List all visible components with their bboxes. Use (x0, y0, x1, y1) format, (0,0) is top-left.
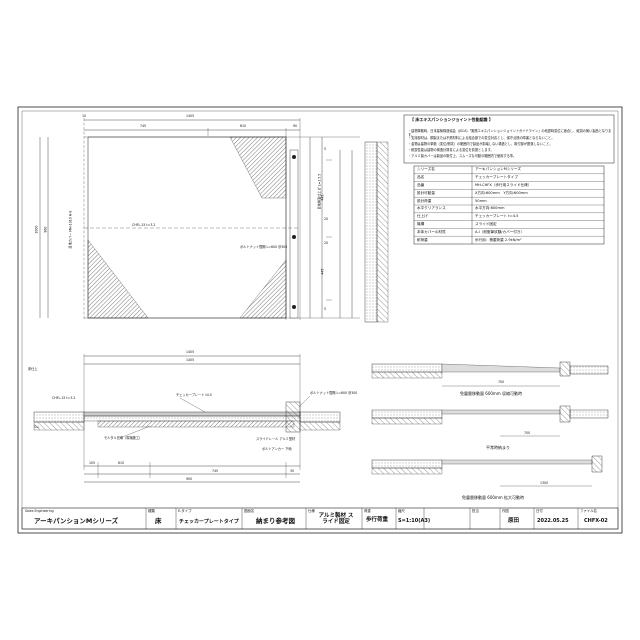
tb-label: 図面名 (244, 509, 255, 513)
plan-dim: 10 (82, 114, 87, 118)
section-dim: 1405 (186, 358, 195, 362)
tb-value: 床 (155, 517, 162, 525)
detail-dim: 1300 (540, 481, 549, 485)
plan-dim: 1405 (186, 114, 195, 118)
spec-label: シリーズ名 (417, 167, 435, 171)
spec-label: 水平クリアランス (417, 206, 446, 210)
section-view (33, 354, 341, 483)
tb-value: S=1:10(A3) (398, 518, 431, 524)
detail-label: 免震層移動量 600mm 収縮可動時 (460, 391, 522, 396)
tb-label: ファイル名 (580, 509, 597, 513)
tb-label: 担当 (472, 509, 479, 513)
spec-label: 耐荷重 (417, 237, 428, 242)
notes-line: ・アルミ製カバーは製品の取付上、スムーズな可動の範囲内で使用する事。 (408, 154, 517, 158)
plan-dim: 20 (324, 241, 329, 245)
section-dim: 745 (212, 469, 219, 473)
spec-label: 本体カバーの材質 (417, 229, 446, 234)
notes-box (403, 114, 615, 164)
spec-value: 50mm (475, 198, 487, 203)
notes-line: ・耐震性能は建物の構造計算書による変位を前提とします。 (408, 148, 494, 152)
tb-label: 作図 (502, 509, 509, 513)
notes-line: ・支持部材は、鋼製または不燃材料による結合部での変位対応とし、保守点検の障害とな… (408, 136, 555, 140)
section-callout: ボルトアンカー 下地 (262, 447, 292, 451)
spec-label: 機構 (417, 222, 425, 226)
section-callout: チェッカープレート t4.5 (176, 393, 212, 397)
plan-dim: 960 (43, 226, 48, 233)
product-series: アーキパンションMシリーズ (34, 517, 119, 525)
section-dim: 900 (186, 477, 193, 481)
plan-dim: 20 (324, 217, 329, 221)
section-callout: ボルトナット間隔 L=600 @300 (310, 391, 358, 395)
spec-value: チェッカープレートタイプ (475, 175, 518, 179)
notes-title: 【 床エキスパンションジョイント性能認識 】 (410, 117, 493, 122)
company-name: Sales Engineering (25, 509, 54, 513)
plan-dim: 745 (140, 124, 147, 128)
spec-value: 歩行用：積載荷重 2.9kN/m² (475, 237, 522, 242)
detail-label: 平常時納まり (486, 445, 510, 450)
detail-dim: 700 (524, 431, 531, 435)
tb-value: 納まり参考図 (256, 517, 295, 525)
spec-value: 水平方向:600mm (475, 206, 505, 210)
section-dim: 610 (118, 461, 125, 465)
detail-sections (371, 361, 609, 487)
plan-dim: 5 (324, 147, 327, 151)
section-callout: 床仕上 (28, 367, 38, 371)
spec-label: 設計可動量 (417, 190, 435, 195)
tb-label: 種類 (148, 509, 155, 513)
spec-value: MH-CHFX（歩行用スライド仕様） (475, 183, 532, 187)
tb-value: アルミ製材 スライド固定 (318, 513, 354, 525)
plan-callout: ボルトナット間隔 L=600 @300 (240, 245, 288, 249)
plan-view (39, 118, 389, 323)
plan-dim: 90 (293, 124, 298, 128)
spec-label: 品名 (417, 175, 425, 179)
sheet-border (17, 106, 623, 534)
section-dim: 1405 (186, 350, 195, 354)
notes-line: ・建物挙動時、日本建築構造協会（JSCA）「実践エキスパンションジョイントガイド… (408, 129, 612, 137)
tb-value: 原田 (508, 518, 520, 524)
plan-callout: 目地カバー MH-1010 H-8 (68, 210, 73, 249)
spec-value: A-I（耐衝撃試験/カバー付き） (475, 229, 525, 234)
tb-value: 歩行荷重 (366, 517, 389, 523)
spec-label: 設計荷重 (417, 198, 432, 203)
tb-value: CHFX-02 (584, 518, 608, 524)
detail-dim: 700 (498, 380, 505, 384)
spec-table (413, 165, 605, 245)
tb-label: 仕様 (308, 509, 315, 513)
detail-label: 免震層移動量 600mm 拡大可動時 (462, 495, 524, 500)
tb-label: 縮尺 (398, 509, 405, 513)
spec-label: 品番 (417, 183, 425, 187)
spec-value: アーキパンションMシリーズ (475, 167, 522, 171)
spec-value: X方向:600mm Y方向:600mm (475, 190, 528, 195)
plan-dim: 445 (320, 268, 325, 275)
section-callout: G.L (34, 425, 40, 429)
section-callout: モルタル充填（現場施工） (104, 436, 143, 440)
section-dim: 30 (290, 469, 295, 473)
plan-dim: 5 (324, 307, 327, 311)
notes-line: ・金物は建物の挙動（変位/衝突）の範囲内で製品が損壊しない構造とし、取付部が脱落… (408, 142, 553, 146)
section-dim: 105 (89, 461, 96, 465)
spec-value: スライド固定 (475, 222, 497, 226)
section-callout: スライドレール アルミ型材 (256, 437, 296, 441)
plan-dim: 445 (320, 194, 325, 201)
tb-label: 日付 (536, 509, 543, 513)
tb-value: 2022.05.25 (537, 518, 569, 524)
section-callout: CHFL-15 t=3.2 (52, 396, 76, 400)
tb-label: 荷重 (364, 509, 371, 513)
tb-value: チェッカープレートタイプ (179, 519, 239, 525)
spec-label: 仕上げ (417, 214, 428, 218)
plan-dim: 610 (240, 124, 247, 128)
plan-dim: 1000 (34, 225, 39, 234)
tb-label: E-タイプ (178, 509, 192, 513)
plan-callout: 目地側面仕上げ L=1.5.5 (317, 173, 322, 210)
plan-callout: CHFL-15 t=3.2 (132, 223, 156, 227)
spec-value: チェッカープレート t=4.5 (475, 214, 519, 218)
title-block (21, 507, 619, 530)
